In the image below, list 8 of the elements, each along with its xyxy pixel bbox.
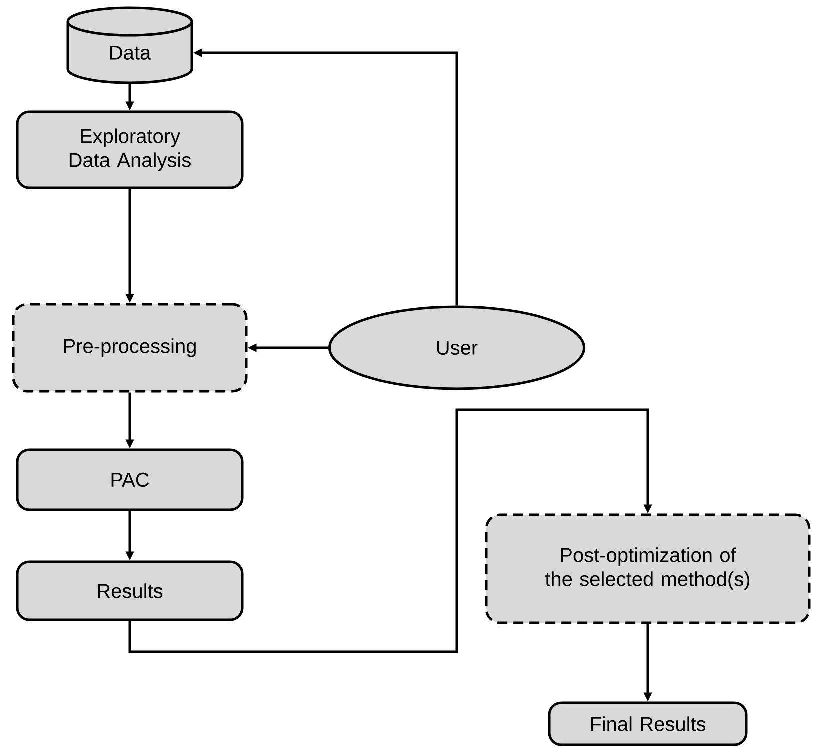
database-cylinder: Data (66, 6, 194, 84)
process-box: Exploratory Data Analysis (16, 110, 244, 190)
process-box: Final Results (548, 702, 748, 746)
arrow (128, 408, 652, 654)
process-box: Post-optimization of the selected method(s) (485, 514, 811, 624)
process-box: PAC (16, 448, 244, 512)
process-box: Pre-processing (12, 303, 248, 393)
process-box: Results (16, 560, 244, 622)
